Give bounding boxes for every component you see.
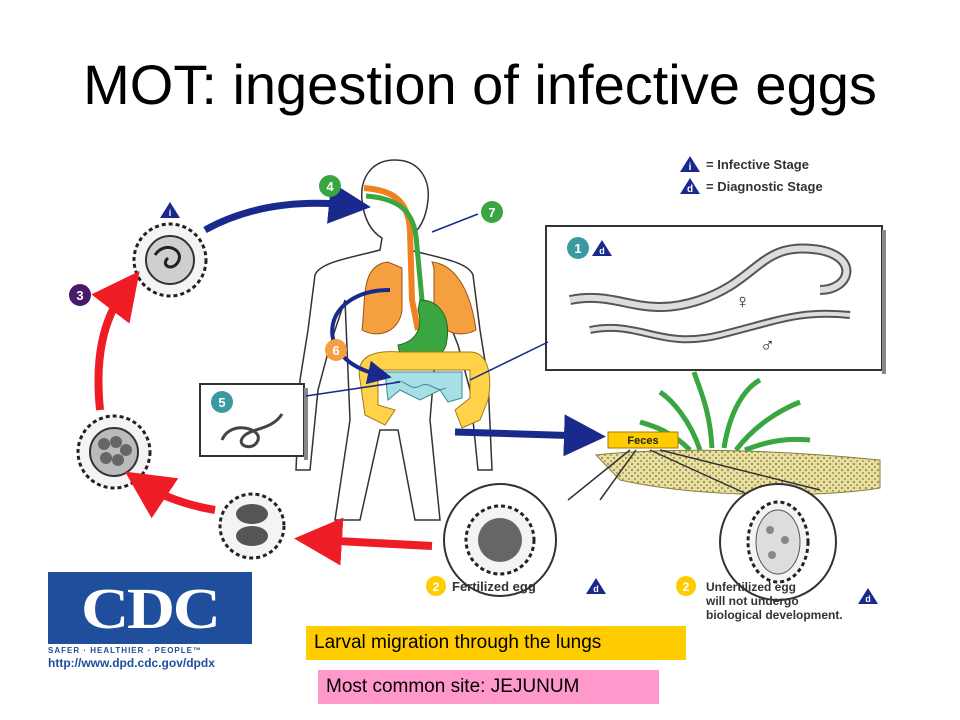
fertilized-label: Fertilized egg — [452, 579, 536, 594]
female-symbol: ♀ — [735, 291, 750, 313]
step-2a-label: 2 — [433, 580, 440, 594]
feces-box — [607, 431, 679, 449]
cdc-logo: CDC — [48, 572, 252, 644]
egg-two-cell — [218, 492, 286, 560]
legend-infective-text: = Infective Stage — [706, 157, 809, 172]
cycle-arrows — [91, 182, 606, 566]
page-title: MOT: ingestion of infective eggs — [83, 53, 877, 116]
note-common-site: Most common site: JEJUNUM — [318, 670, 659, 704]
legend-infective-symbol: i — [689, 162, 692, 173]
fertilized-diag-symbol: d — [593, 584, 599, 594]
unfertilized-diag-symbol: d — [865, 594, 871, 604]
cdc-branding: CDC SAFER · HEALTHIER · PEOPLE™ http://w… — [48, 572, 268, 672]
intestines — [358, 351, 491, 429]
legend: i = Infective Stage d = Diagnostic Stage — [680, 156, 823, 195]
cdc-url: http://www.dpd.cdc.gov/dpdx — [48, 656, 215, 670]
egg-multicell — [76, 414, 152, 490]
feces-lines — [567, 449, 821, 501]
egg-infective — [132, 222, 208, 298]
step-2b-label: 2 — [683, 580, 690, 594]
soil-grass — [594, 371, 881, 496]
note-larval-migration: Larval migration through the lungs — [306, 626, 686, 660]
male-symbol: ♂ — [760, 335, 775, 357]
cdc-logo-text: CDC — [81, 575, 221, 641]
feces-label: Feces — [627, 435, 658, 447]
egg-infective-symbol: i — [169, 208, 172, 218]
step-5-label: 5 — [218, 395, 225, 410]
human-body — [295, 159, 493, 521]
larva-panel — [199, 383, 308, 460]
unfertilized-line-2: will not undergo — [705, 594, 799, 608]
unfertilized-egg — [719, 483, 837, 601]
unfertilized-line-3: biological development. — [706, 608, 843, 622]
step-6-label: 6 — [332, 343, 339, 358]
airway — [363, 185, 427, 331]
step-7-label: 7 — [488, 205, 495, 220]
legend-diagnostic-symbol: d — [687, 184, 693, 195]
unfertilized-line-1: Unfertilized egg — [706, 580, 796, 594]
cdc-tagline: SAFER · HEALTHIER · PEOPLE™ — [48, 646, 202, 655]
legend-diagnostic-text: = Diagnostic Stage — [706, 179, 823, 194]
step-badges: 3 4 7 6 5 1 d i 2 Fertilized egg d 2 Unf… — [69, 175, 878, 622]
step-3-label: 3 — [76, 288, 83, 303]
step-1-diag-symbol: d — [599, 246, 605, 256]
step-1-label: 1 — [574, 241, 581, 256]
step-4-label: 4 — [326, 179, 334, 194]
fertilized-egg — [443, 483, 557, 597]
